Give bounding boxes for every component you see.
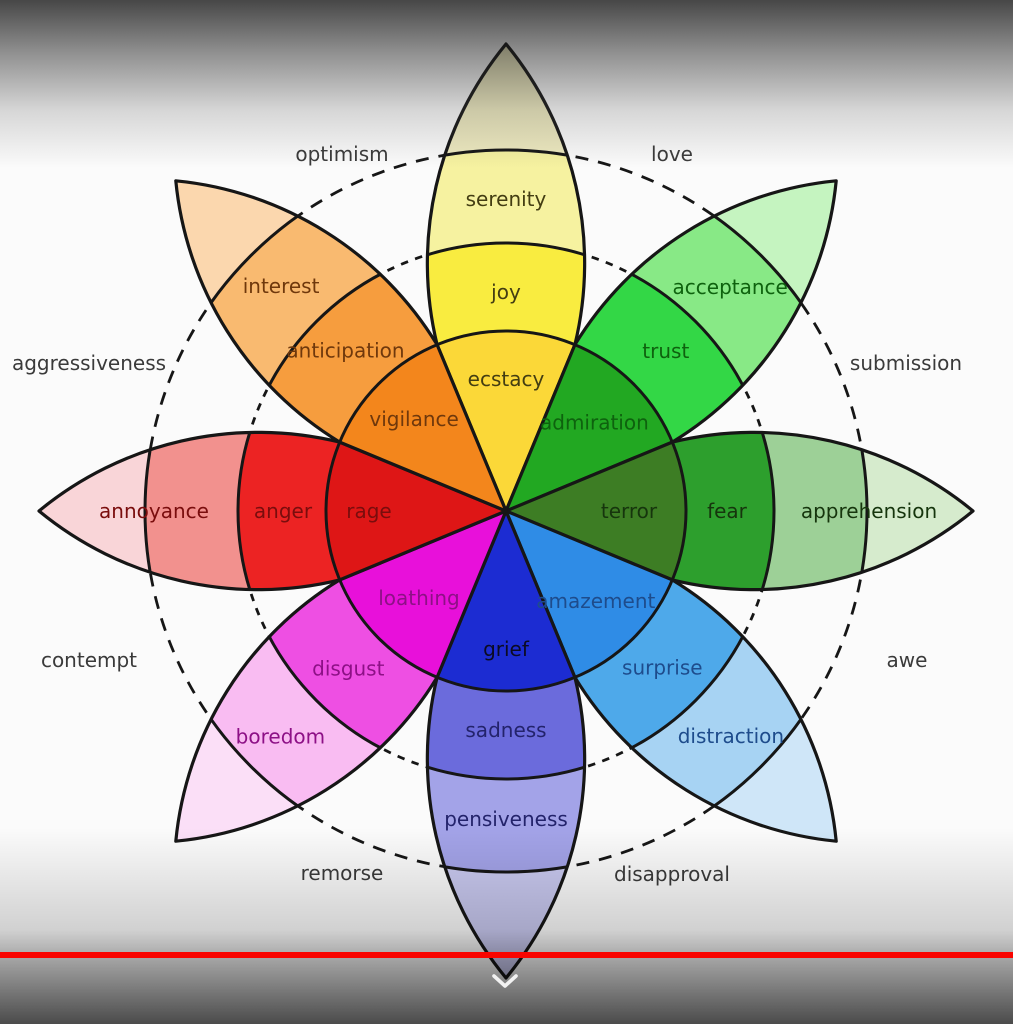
label-surprise: surprise <box>622 655 703 679</box>
boundary-arc-0-joy <box>427 329 585 511</box>
label-acceptance: acceptance <box>673 275 788 299</box>
segment-middle-disgust <box>238 511 507 779</box>
label-apprehension: apprehension <box>801 499 937 523</box>
boundary-arc-1-fear <box>506 432 776 590</box>
label-grief: grief <box>483 637 530 661</box>
petal-anger <box>37 430 508 592</box>
segment-middle-trust <box>506 243 774 512</box>
label-vigilance: vigilance <box>369 407 458 431</box>
boundary-arc-0-fear <box>506 432 688 590</box>
label-annoyance: annoyance <box>99 499 209 523</box>
video-progress-bar[interactable] <box>0 952 1013 958</box>
segment-inner-surprise <box>506 511 686 691</box>
dyad-label-awe: awe <box>887 648 928 672</box>
label-interest: interest <box>243 274 320 298</box>
boundary-arc-0-sadness <box>427 511 585 693</box>
label-ecstacy: ecstacy <box>468 367 545 391</box>
label-boredom: boredom <box>236 725 325 749</box>
dyad-label-disapproval: disapproval <box>614 862 730 886</box>
petal-fear <box>504 430 975 592</box>
label-joy: joy <box>490 280 521 304</box>
boundary-arc-1-joy <box>427 241 585 511</box>
segment-middle-surprise <box>506 511 774 779</box>
boundary-arc-2-fear <box>506 432 869 590</box>
label-terror: terror <box>601 499 658 523</box>
chevron-down-icon[interactable] <box>488 971 522 993</box>
label-admiration: admiration <box>540 411 649 435</box>
label-trust: trust <box>642 339 689 363</box>
dyad-label-optimism: optimism <box>295 142 388 166</box>
label-rage: rage <box>346 499 391 523</box>
dyad-label-submission: submission <box>850 351 962 375</box>
petal-outline-trust <box>504 179 838 513</box>
label-amazement: amazement <box>536 589 655 613</box>
petal-outline-anticipation <box>174 179 508 513</box>
petal-outline-fear <box>504 430 975 592</box>
boundary-arc-1-sadness <box>427 511 585 781</box>
label-distraction: distraction <box>678 724 784 748</box>
label-loathing: loathing <box>378 586 460 610</box>
petal-labels: ecstacy joy serenity admiration trust accepta… <box>99 187 937 831</box>
dyad-label-aggressiveness: aggressiveness <box>12 351 166 375</box>
label-serenity: serenity <box>466 187 547 211</box>
label-disgust: disgust <box>312 657 384 681</box>
segment-inner-trust <box>506 331 686 512</box>
label-fear: fear <box>707 499 748 523</box>
label-anger: anger <box>254 499 313 523</box>
petal-outline-anger <box>37 430 508 592</box>
segment-inner-disgust <box>326 511 507 691</box>
dyad-label-love: love <box>651 142 693 166</box>
dyad-label-remorse: remorse <box>301 861 384 885</box>
label-anticipation: anticipation <box>286 339 404 363</box>
label-sadness: sadness <box>465 718 546 742</box>
label-pensiveness: pensiveness <box>444 807 568 831</box>
boundary-arc-0-anger <box>324 432 506 590</box>
boundary-arc-1-anger <box>236 432 506 590</box>
boundary-arc-2-anger <box>143 432 506 590</box>
dyad-label-contempt: contempt <box>41 648 137 672</box>
